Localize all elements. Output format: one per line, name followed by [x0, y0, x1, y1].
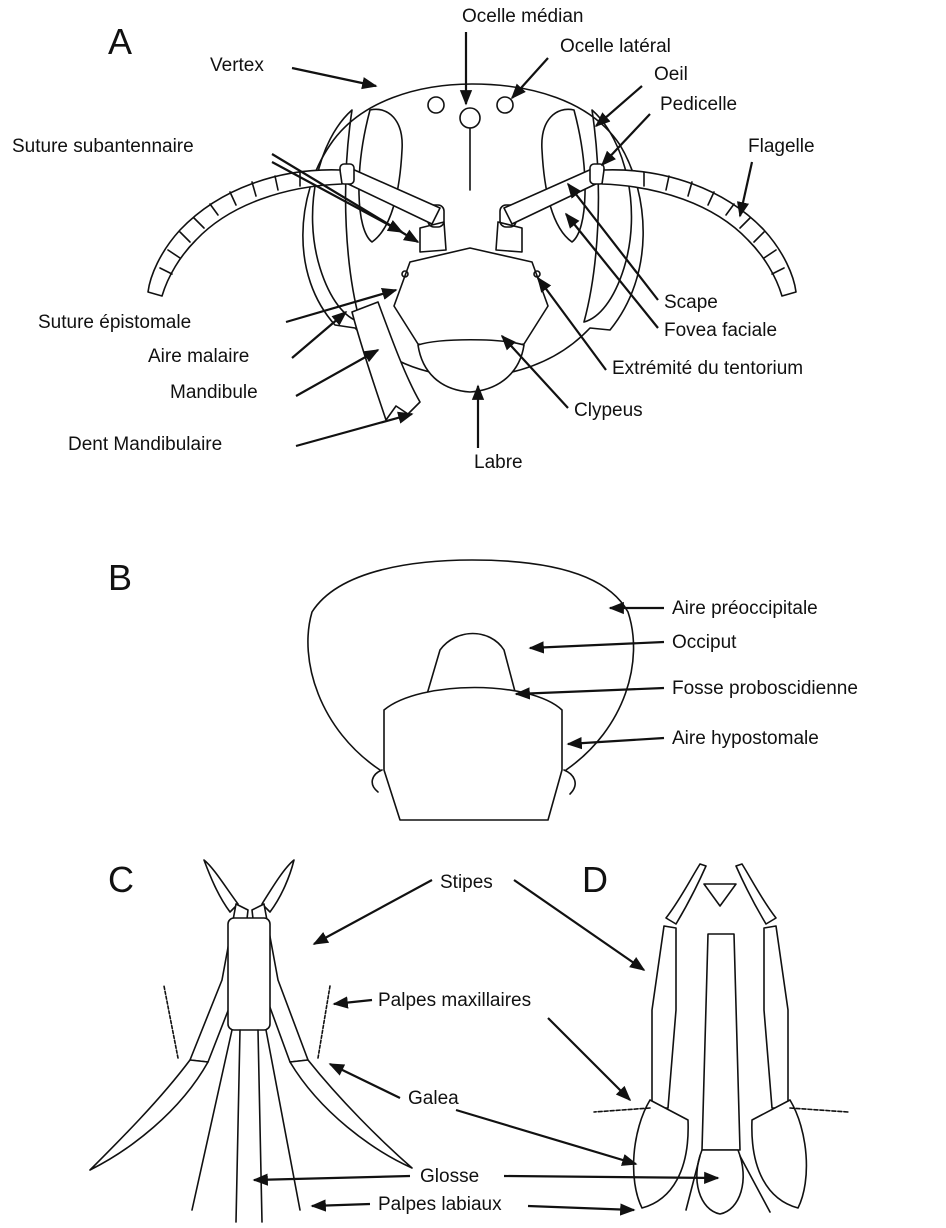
label-clypeus: Clypeus — [574, 400, 643, 421]
label-stipes: Stipes — [440, 872, 493, 893]
head-back-drawing — [308, 560, 634, 820]
glossa — [236, 1030, 262, 1222]
label-occiput: Occiput — [672, 632, 737, 653]
ocellus-lateral-left — [428, 97, 444, 113]
glossa-d — [697, 1150, 743, 1214]
panel-d-letter: D — [582, 859, 608, 900]
hypostomal-hook-right — [564, 770, 575, 794]
cardo-d-right — [736, 864, 776, 924]
prementum-d — [702, 934, 740, 1150]
label-suture-subantennaire: Suture subantennaire — [12, 136, 194, 157]
prementum — [228, 918, 270, 1030]
ocellus-median — [460, 108, 480, 128]
galea-left — [90, 1060, 208, 1170]
label-palpes-labiaux: Palpes labiaux — [378, 1194, 502, 1215]
label-pedicelle: Pedicelle — [660, 94, 737, 115]
label-flagelle: Flagelle — [748, 136, 815, 157]
label-fosse-proboscidienne: Fosse proboscidienne — [672, 678, 858, 699]
panel-c: C — [90, 859, 412, 1222]
label-aire-preoccipitale: Aire préoccipitale — [672, 598, 818, 619]
compound-eye-left — [313, 110, 360, 322]
panel-b: B Aire préoccipitale Occiput Fosse probo… — [108, 557, 858, 820]
maxillary-palp-left — [164, 986, 178, 1058]
panel-a-letter: A — [108, 21, 132, 62]
label-galea: Galea — [408, 1088, 459, 1109]
maxillary-palp-d-left — [594, 1108, 650, 1112]
stipes-d-left — [652, 926, 676, 1108]
label-ocelle-median: Ocelle médian — [462, 6, 583, 27]
labrum-shape — [418, 340, 524, 392]
panel-b-letter: B — [108, 557, 132, 598]
label-scape: Scape — [664, 292, 718, 313]
label-glosse: Glosse — [420, 1166, 479, 1187]
label-vertex: Vertex — [210, 55, 264, 76]
cardo-left — [204, 860, 238, 912]
label-aire-malaire: Aire malaire — [148, 346, 249, 367]
submentum — [704, 884, 736, 906]
galea-right — [290, 1060, 412, 1168]
maxillary-palp-d-right — [790, 1108, 848, 1112]
maxillary-palp-right — [318, 986, 330, 1058]
label-extremite-tentorium: Extrémité du tentorium — [612, 358, 803, 379]
mouthparts-d-drawing — [594, 864, 848, 1214]
label-ocelle-lateral: Ocelle latéral — [560, 36, 671, 57]
stipes-d-right — [764, 926, 788, 1108]
label-dent-mandibulaire: Dent Mandibulaire — [68, 434, 222, 455]
label-labre: Labre — [474, 452, 523, 473]
cardo-d-left — [666, 864, 706, 924]
label-oeil: Oeil — [654, 64, 688, 85]
galea-d-left — [634, 1100, 689, 1208]
cardo-right — [262, 860, 294, 912]
panel-c-letter: C — [108, 859, 134, 900]
label-suture-epistomale: Suture épistomale — [38, 312, 191, 333]
label-mandibule: Mandibule — [170, 382, 258, 403]
ocellus-lateral-right — [497, 97, 513, 113]
label-fovea-faciale: Fovea faciale — [664, 320, 777, 341]
label-aire-hypostomale: Aire hypostomale — [672, 728, 819, 749]
label-palpes-maxillaires: Palpes maxillaires — [378, 990, 531, 1011]
panel-a: A — [12, 6, 815, 473]
clypeus-shape — [394, 248, 548, 352]
mouthparts-c-drawing — [90, 860, 412, 1222]
hypostomal-area — [384, 688, 562, 821]
hypostomal-hook-left — [372, 770, 382, 792]
